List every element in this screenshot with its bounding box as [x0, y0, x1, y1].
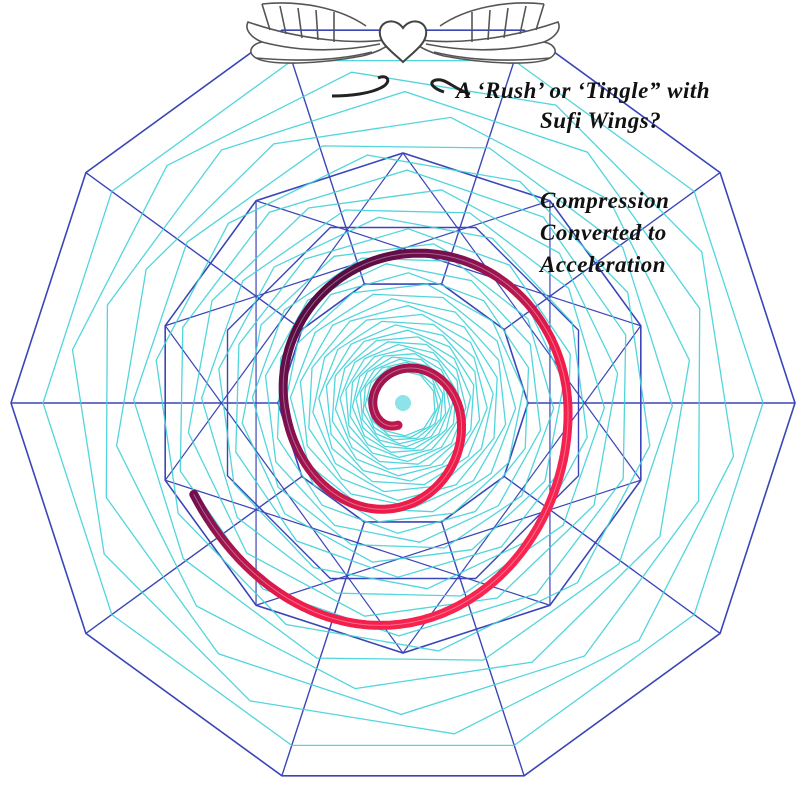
left-wing-icon [247, 3, 396, 63]
spiral-core [395, 395, 411, 411]
radial-spoke [442, 30, 525, 284]
headline-line-2: Sufi Wings? [540, 106, 661, 136]
subheading-line-2: Converted to [540, 218, 667, 248]
radial-spoke [282, 30, 365, 284]
headline-line-1: A ‘Rush’ or ‘Tingle” with [456, 76, 710, 106]
subheading-line-3: Acceleration [540, 250, 666, 280]
right-wing-icon [410, 3, 559, 63]
radial-spoke [282, 522, 365, 776]
subheading-line-1: Compression [540, 186, 669, 216]
heart-icon [380, 21, 426, 62]
left-flourish-icon [332, 77, 388, 96]
